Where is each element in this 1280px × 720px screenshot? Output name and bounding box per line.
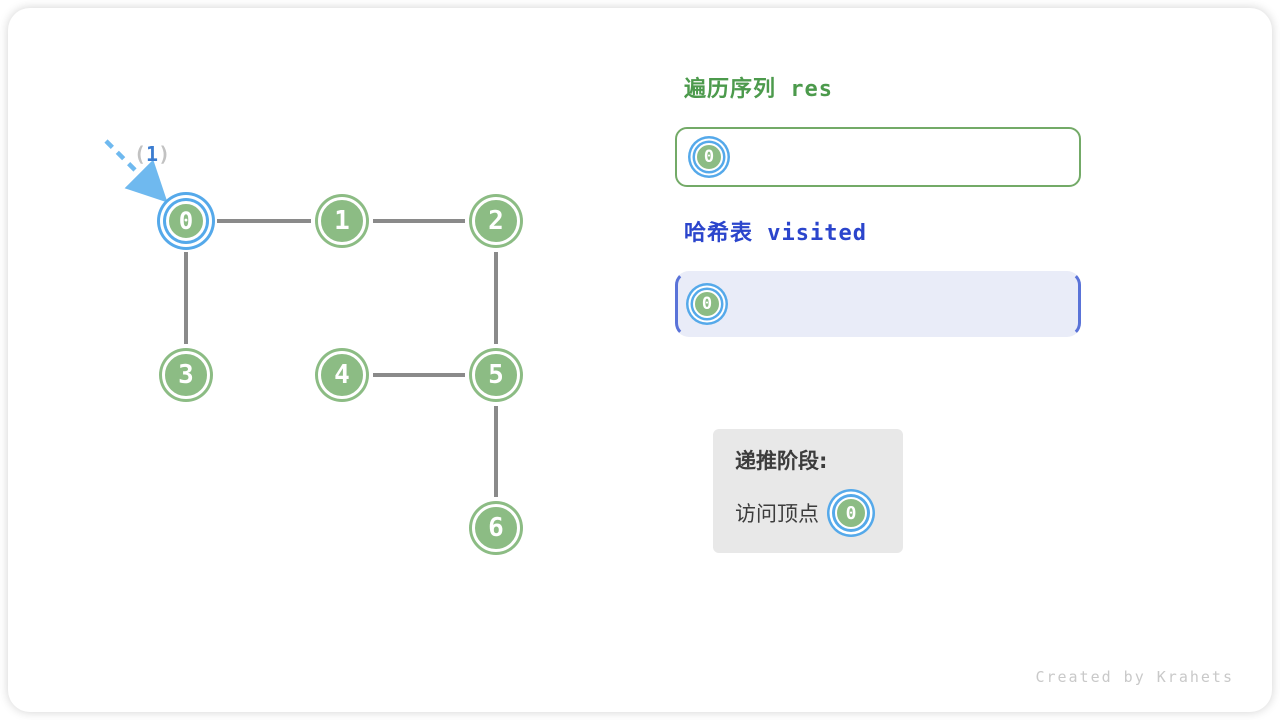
step-paren-close: ) (158, 142, 171, 166)
status-action-row: 访问顶点 0 (735, 497, 903, 529)
graph-node-0[interactable]: 0 (166, 201, 206, 241)
graph-node-1[interactable]: 1 (318, 197, 366, 245)
visited-item-node: 0 (693, 290, 721, 318)
status-action-label: 访问顶点 (735, 502, 819, 526)
status-node: 0 (835, 497, 867, 529)
graph-node-2[interactable]: 2 (472, 197, 520, 245)
status-phase-label: 递推阶段: (735, 449, 828, 473)
edge-0-1 (217, 219, 311, 223)
res-item-node: 0 (695, 143, 723, 171)
step-count-label: (1) (134, 142, 170, 166)
graph-node-5[interactable]: 5 (472, 351, 520, 399)
graph-node-6[interactable]: 6 (472, 504, 520, 552)
graph-node-4[interactable]: 4 (318, 351, 366, 399)
edge-0-3 (184, 252, 188, 344)
footer-credit: Created by Krahets (1035, 668, 1234, 686)
graph-node-3[interactable]: 3 (162, 351, 210, 399)
visited-set-box: 0 (675, 271, 1081, 337)
edge-5-6 (494, 406, 498, 497)
status-box: 递推阶段: 访问顶点 0 (713, 429, 903, 553)
visited-panel-title: 哈希表 visited (684, 221, 867, 246)
res-panel-title: 遍历序列 res (684, 77, 833, 102)
edge-2-5 (494, 252, 498, 344)
step-arrow-icon (104, 139, 168, 203)
res-list-box: 0 (675, 127, 1081, 187)
edge-4-5 (373, 373, 465, 377)
step-paren-open: ( (134, 142, 147, 166)
step-number: 1 (146, 142, 159, 166)
edge-1-2 (373, 219, 465, 223)
canvas-card: (1) 0 1 2 3 4 5 6 遍历序列 res 0 哈希表 visited… (8, 8, 1272, 712)
